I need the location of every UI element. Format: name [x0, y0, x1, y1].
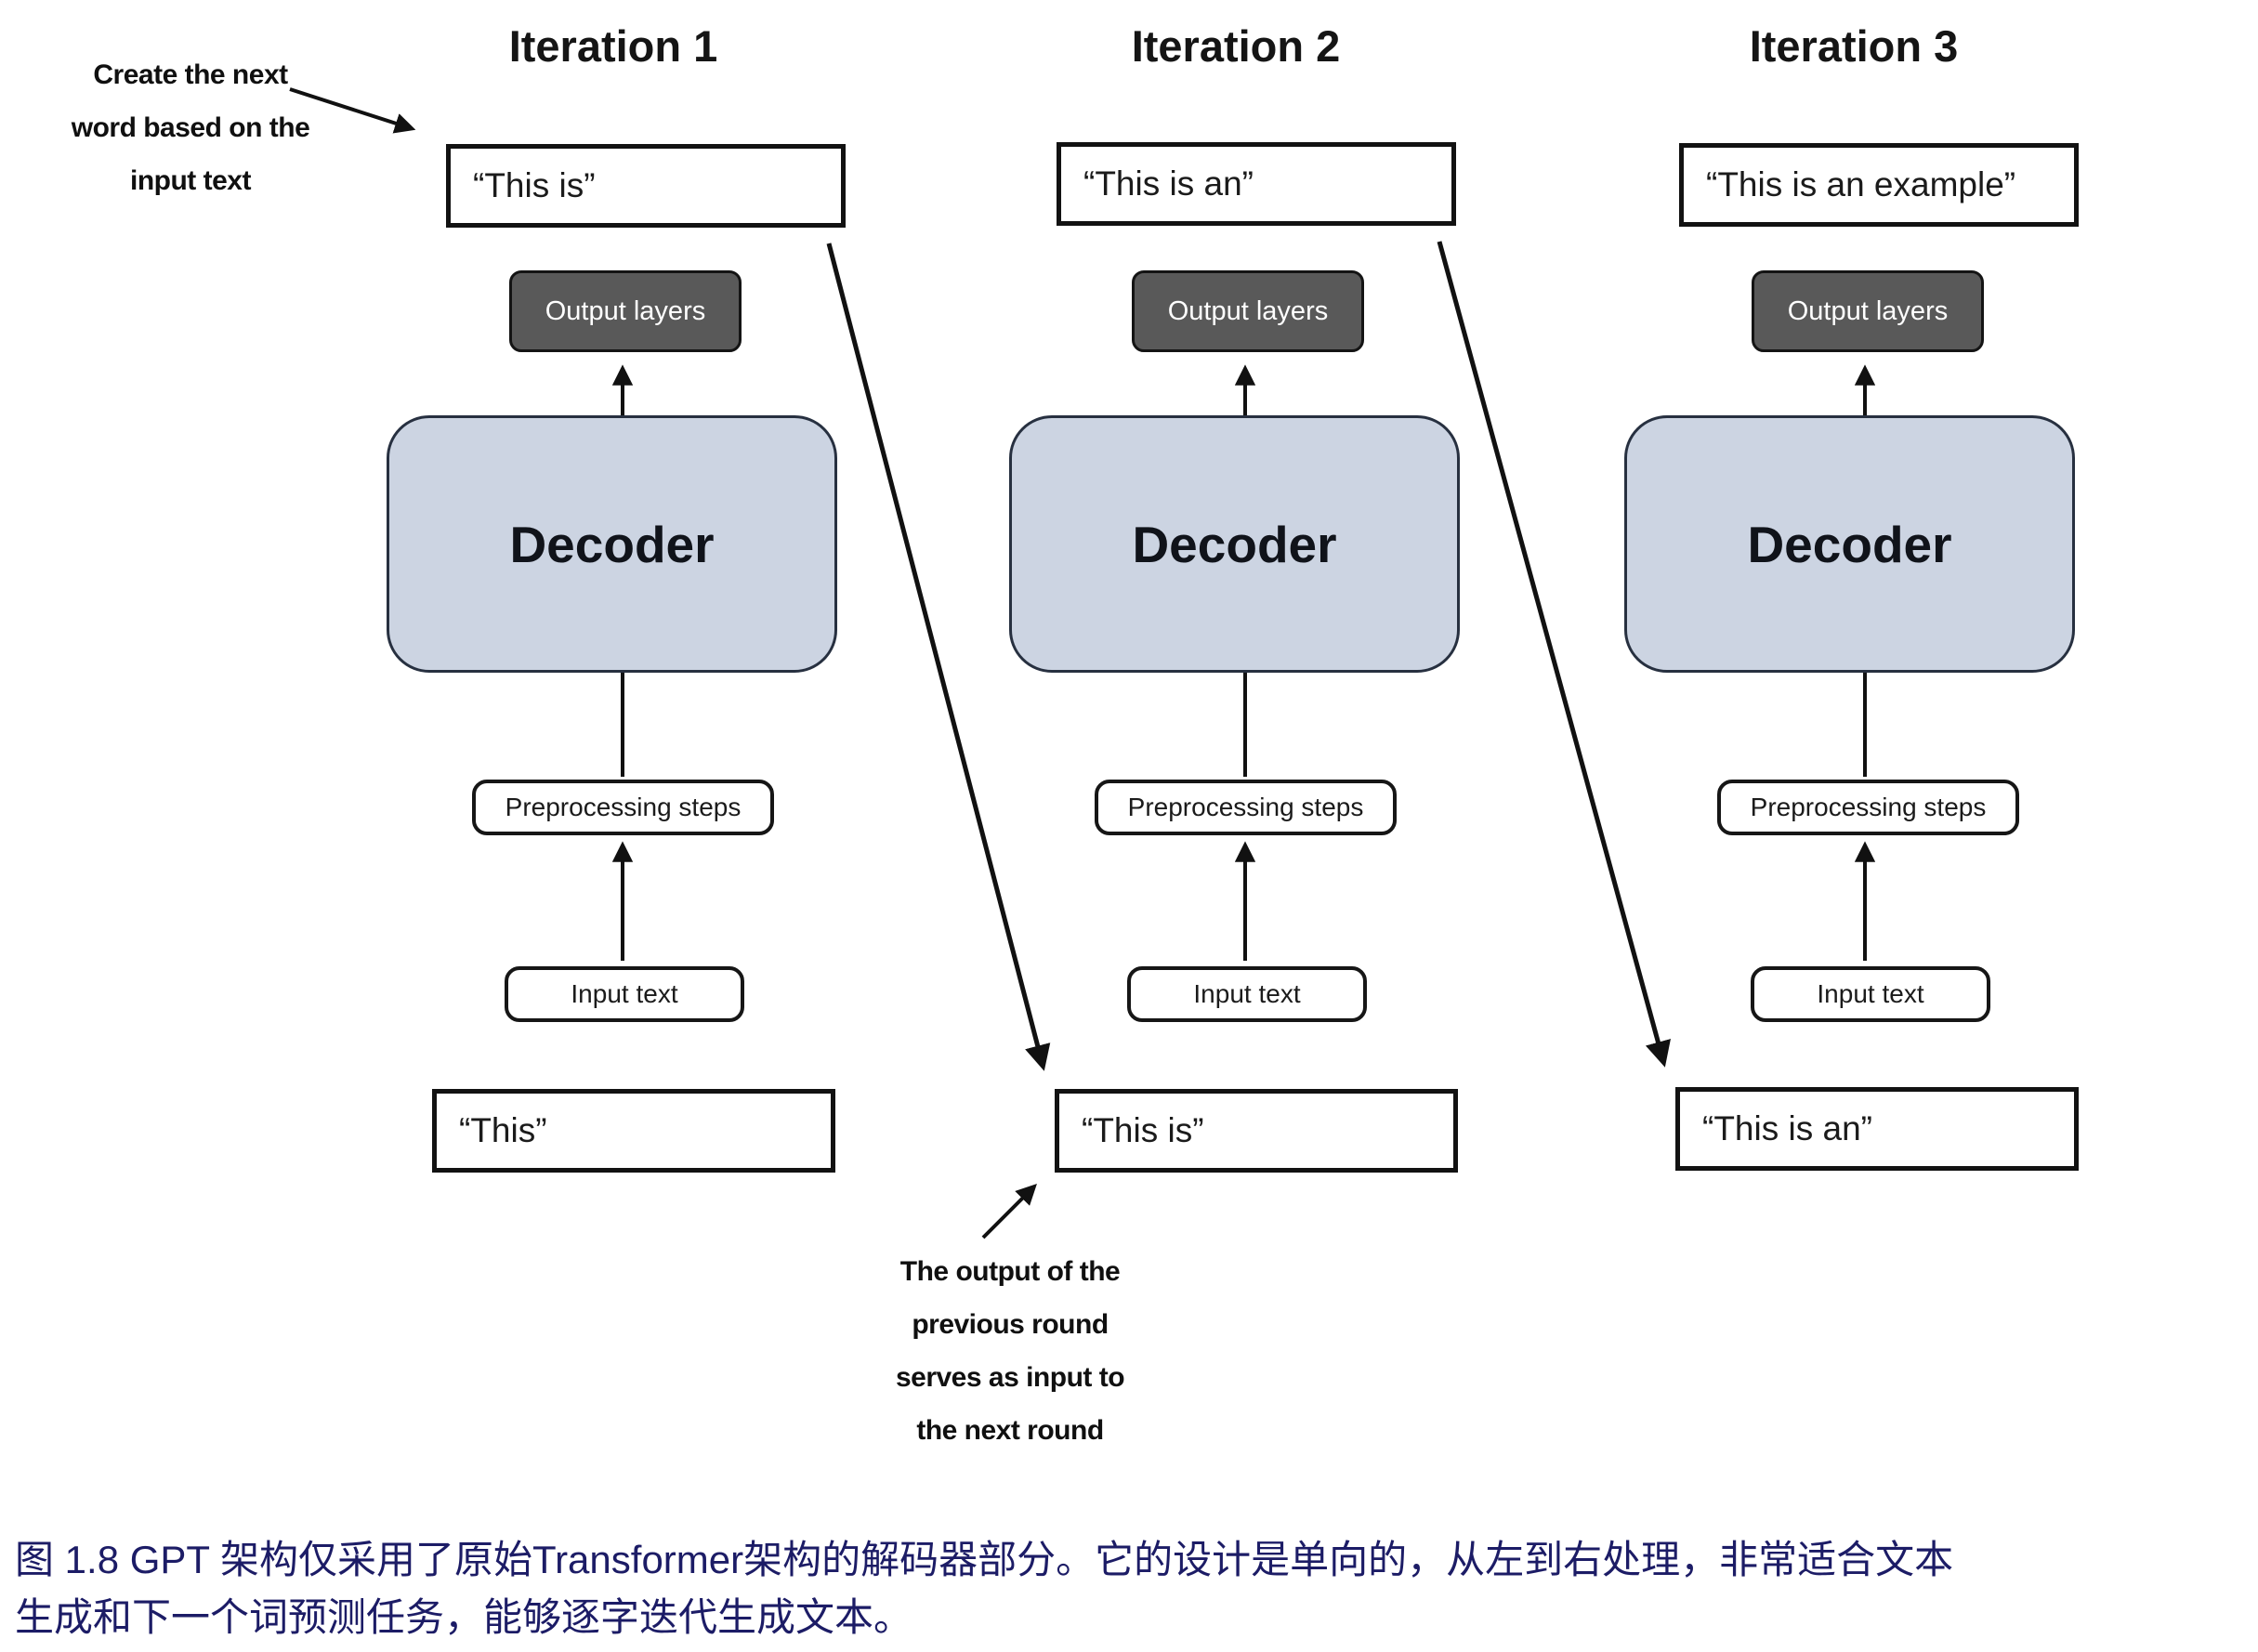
decoder-label-2: Decoder [1132, 515, 1337, 573]
input-string-2: “This is” [1082, 1111, 1204, 1149]
note-line: previous round [912, 1309, 1109, 1340]
caption-line-1: 图 1.8 GPT 架构仅采用了原始Transformer架构的解码器部分。它的… [15, 1538, 1954, 1581]
input-string-box-3: “This is an” [1675, 1087, 2079, 1171]
figure-caption: 图 1.8 GPT 架构仅采用了原始Transformer架构的解码器部分。它的… [15, 1531, 1953, 1646]
iteration-2-title: Iteration 2 [1131, 21, 1341, 71]
input-text-step-1: Input text [505, 966, 744, 1022]
output-layers-box-1: Output layers [509, 270, 742, 352]
output-text-2: “This is an” [1083, 164, 1254, 203]
output-text-3: “This is an example” [1706, 165, 2016, 203]
decoder-label-3: Decoder [1747, 515, 1952, 573]
feedback-arrow-iter1-to-iter2 [826, 243, 1051, 1071]
note-create-next-word: Create the next word based on the input … [33, 48, 348, 207]
note-line: The output of the [899, 1256, 1121, 1287]
output-text-box-1: “This is” [446, 144, 846, 228]
preprocessing-box-3: Preprocessing steps [1717, 780, 2019, 835]
output-layers-label-2: Output layers [1167, 295, 1329, 326]
preprocessing-box-1: Preprocessing steps [472, 780, 774, 835]
output-layers-label-3: Output layers [1787, 295, 1949, 326]
preprocessing-label-3: Preprocessing steps [1750, 793, 1987, 821]
input-text-label-1: Input text [571, 979, 678, 1008]
input-text-step-2: Input text [1127, 966, 1367, 1022]
note-line: input text [130, 165, 252, 196]
preprocessing-label-2: Preprocessing steps [1127, 793, 1364, 821]
output-text-box-2: “This is an” [1057, 142, 1456, 226]
preprocessing-label-1: Preprocessing steps [505, 793, 742, 821]
decoder-label-1: Decoder [509, 515, 715, 573]
output-layers-box-3: Output layers [1752, 270, 1984, 352]
input-string-box-1: “This” [432, 1089, 835, 1173]
decoder-box-3: Decoder [1624, 415, 2075, 673]
input-text-label-2: Input text [1193, 979, 1301, 1008]
output-text-box-3: “This is an example” [1679, 143, 2079, 227]
iteration-1-title: Iteration 1 [508, 21, 718, 71]
iteration-3-title: Iteration 3 [1749, 21, 1959, 71]
output-layers-box-2: Output layers [1132, 270, 1364, 352]
note-line: the next round [916, 1415, 1104, 1446]
note-previous-round-output: The output of the previous round serves … [852, 1245, 1168, 1457]
input-text-label-3: Input text [1817, 979, 1924, 1008]
decoder-box-1: Decoder [387, 415, 837, 673]
output-layers-label-1: Output layers [545, 295, 706, 326]
decoder-box-2: Decoder [1009, 415, 1460, 673]
output-text-1: “This is” [473, 166, 596, 204]
note-line: Create the next [93, 59, 288, 90]
note-arrow-previous-round [981, 1184, 1037, 1239]
preprocessing-box-2: Preprocessing steps [1095, 780, 1397, 835]
input-string-3: “This is an” [1702, 1109, 1872, 1147]
caption-line-2: 生成和下一个词预测任务，能够逐字迭代生成文本。 [15, 1595, 913, 1639]
note-line: serves as input to [895, 1362, 1125, 1393]
input-text-step-3: Input text [1751, 966, 1990, 1022]
input-string-box-2: “This is” [1055, 1089, 1458, 1173]
input-string-1: “This” [459, 1111, 547, 1149]
note-line: word based on the [71, 112, 310, 143]
